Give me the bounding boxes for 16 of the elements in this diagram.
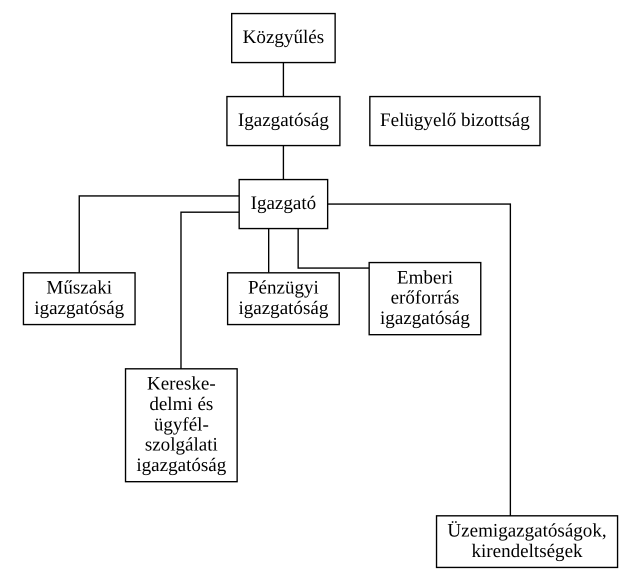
- connector: [282, 146, 284, 180]
- connector: [78, 195, 239, 273]
- node-box: Pénzügyi igazgatóság: [226, 272, 340, 326]
- connector: [268, 228, 269, 272]
- node-box: Emberi erőforrás igazgatóság: [368, 262, 481, 336]
- node-box: Üzemigazgatóságok, kirendeltségek: [435, 515, 618, 568]
- connector: [296, 228, 368, 269]
- node-box: Felügyelő bizottság: [368, 96, 540, 146]
- connector: [327, 203, 511, 516]
- connector: [180, 212, 238, 369]
- node-box: Igazgatóság: [226, 96, 340, 146]
- node-box: Kereske- delmi és ügyfél- szolgálati igazgatóság: [124, 368, 238, 482]
- node-box: Igazgató: [238, 178, 328, 230]
- node-box: Közgyűlés: [230, 12, 336, 64]
- connector: [282, 62, 284, 96]
- node-box: Műszaki igazgatóság: [22, 272, 136, 326]
